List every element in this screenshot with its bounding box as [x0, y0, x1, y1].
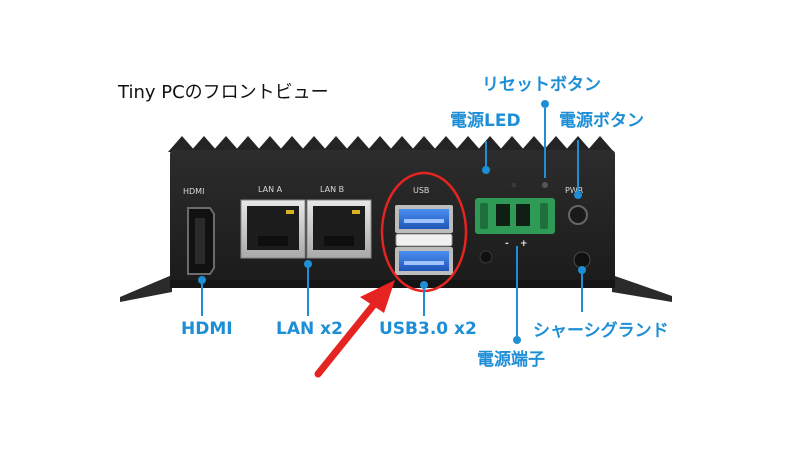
label-reset-button: リセットボタン	[482, 75, 601, 95]
label-power-terminal: 電源端子	[477, 350, 545, 370]
usb-separator	[395, 233, 453, 247]
diagram-title: Tiny PCのフロントビュー	[118, 82, 329, 103]
label-power-led: 電源LED	[450, 111, 521, 131]
terminal-minus: -	[505, 239, 509, 249]
mount-hole-left	[479, 250, 493, 264]
panel-label-hdmi: HDMI	[183, 187, 204, 196]
power-terminal	[475, 198, 555, 234]
label-usb: USB3.0 x2	[379, 319, 477, 339]
terminal-plus: +	[520, 239, 528, 249]
label-hdmi: HDMI	[181, 319, 233, 339]
panel-label-lan-b: LAN B	[320, 185, 344, 194]
red-arrow-icon	[314, 280, 395, 378]
reset-button-hole	[542, 182, 548, 188]
panel-label-pwr: PWR	[565, 186, 584, 195]
heatsink-fins	[168, 136, 614, 152]
panel-label-usb: USB	[413, 186, 429, 195]
usb-port-bottom	[395, 247, 453, 275]
lan-port-b	[306, 199, 372, 259]
left-bracket	[120, 275, 172, 302]
panel-label-lan-a: LAN A	[258, 185, 283, 194]
usb-port-top	[395, 205, 453, 233]
label-lan: LAN x2	[276, 319, 343, 339]
right-bracket	[612, 275, 672, 302]
label-chassis-ground: シャーシグランド	[533, 321, 669, 341]
chassis-ground-screw	[573, 251, 591, 269]
hdmi-port	[187, 207, 215, 275]
lan-port-a	[240, 199, 306, 259]
leader-lines	[198, 100, 586, 344]
power-led	[511, 182, 517, 188]
label-power-button: 電源ボタン	[559, 111, 644, 131]
power-button	[568, 205, 588, 225]
